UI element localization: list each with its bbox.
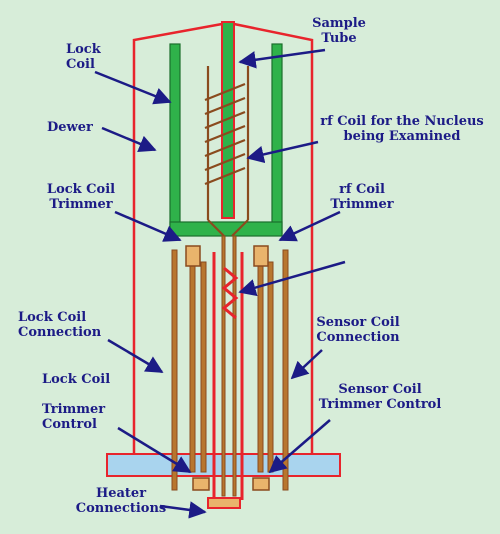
sensor-trimmer-control bbox=[252, 477, 270, 491]
label-lock-coil-connection: Lock Coil Connection bbox=[18, 310, 102, 340]
label-rf-coil-trimmer: rf Coil Trimmer bbox=[330, 182, 394, 212]
label-lock-coil-trimmer-control: Lock Coil Trimmer Control bbox=[42, 372, 111, 432]
heater-connector bbox=[207, 497, 241, 509]
lock-coil-trimmer bbox=[185, 245, 201, 267]
label-sample-tube: Sample Tube bbox=[312, 16, 366, 46]
label-dewer: Dewer bbox=[47, 120, 93, 135]
label-rf-coil-nucleus: rf Coil for the Nucleus being Examined bbox=[320, 114, 484, 144]
sample-tube bbox=[221, 21, 235, 219]
pointer-arrows bbox=[94, 48, 346, 519]
rf-coil-trimmer bbox=[253, 245, 269, 267]
dewer-outline bbox=[132, 22, 314, 454]
label-heater-connections: Heater Connections bbox=[75, 486, 167, 516]
lock-trimmer-control bbox=[192, 477, 210, 491]
connection-rods bbox=[171, 235, 289, 497]
label-sensor-coil-trimmer-control: Sensor Coil Trimmer Control bbox=[318, 382, 442, 412]
label-lock-coil-trimmer: Lock Coil Trimmer bbox=[46, 182, 116, 212]
label-sensor-coil-connection: Sensor Coil Connection bbox=[316, 315, 400, 345]
rf-coil bbox=[204, 66, 250, 237]
label-lock-coil: Lock Coil bbox=[66, 42, 101, 72]
trimmers bbox=[185, 245, 270, 491]
